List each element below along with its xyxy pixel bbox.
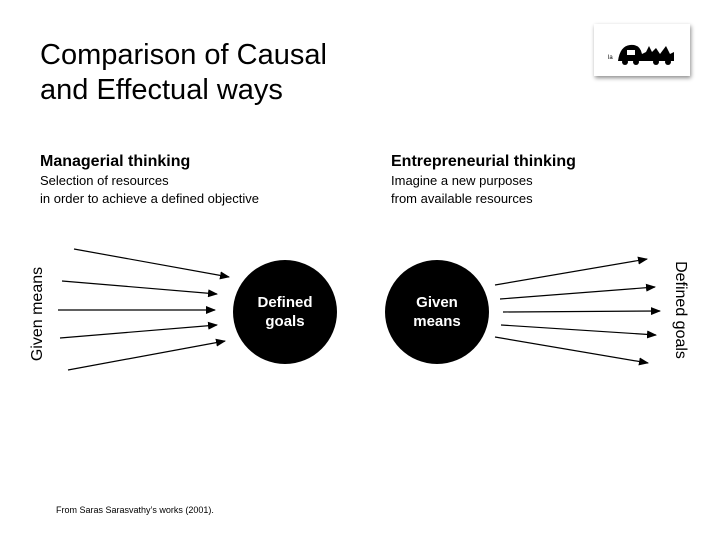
left-arrow-5 [67, 338, 226, 371]
left-arrow-4 [59, 321, 218, 339]
slide-title: Comparison of Causal and Effectual ways [40, 38, 460, 108]
right-arrow-1 [494, 256, 648, 286]
defined-goals-line-2: goals [265, 313, 305, 330]
right-arrow-4 [500, 324, 657, 339]
laboratory-logo-icon: la [608, 44, 674, 65]
defined-goals-circle: Defined goals [233, 260, 337, 364]
logo: la [594, 24, 690, 76]
managerial-section: Managerial thinking Selection of resourc… [40, 152, 259, 208]
right-arrow-5 [494, 336, 649, 366]
managerial-heading: Managerial thinking [40, 153, 191, 170]
defined-goals-line-1: Defined [257, 294, 313, 311]
given-means-line-1: Given [416, 294, 458, 311]
right-arrow-2 [499, 283, 656, 300]
given-means-circle: Given means [385, 260, 489, 364]
left-arrow-1 [73, 248, 230, 280]
managerial-line-2: in order to achieve a defined objective [40, 191, 259, 206]
right-arrows [494, 256, 661, 366]
entrepreneurial-section: Entrepreneurial thinking Imagine a new p… [391, 152, 576, 208]
given-means-line-2: means [413, 313, 461, 330]
defined-goals-axis-label: Defined goals [672, 261, 689, 359]
right-arrow-3 [502, 307, 661, 316]
left-arrows [58, 248, 230, 371]
entrepreneurial-heading: Entrepreneurial thinking [391, 153, 576, 170]
slide-title-line-2: and Effectual ways [40, 74, 283, 106]
entrepreneurial-line-2: from available resources [391, 191, 533, 206]
left-arrow-2 [61, 280, 218, 298]
logo-text: la [608, 55, 613, 61]
entrepreneurial-line-1: Imagine a new purposes [391, 173, 533, 188]
managerial-line-1: Selection of resources [40, 173, 169, 188]
slide-title-line-1: Comparison of Causal [40, 39, 327, 71]
given-means-axis-label: Given means [29, 266, 46, 362]
source-footnote: From Saras Sarasvathy’s works (2001). [56, 505, 214, 515]
